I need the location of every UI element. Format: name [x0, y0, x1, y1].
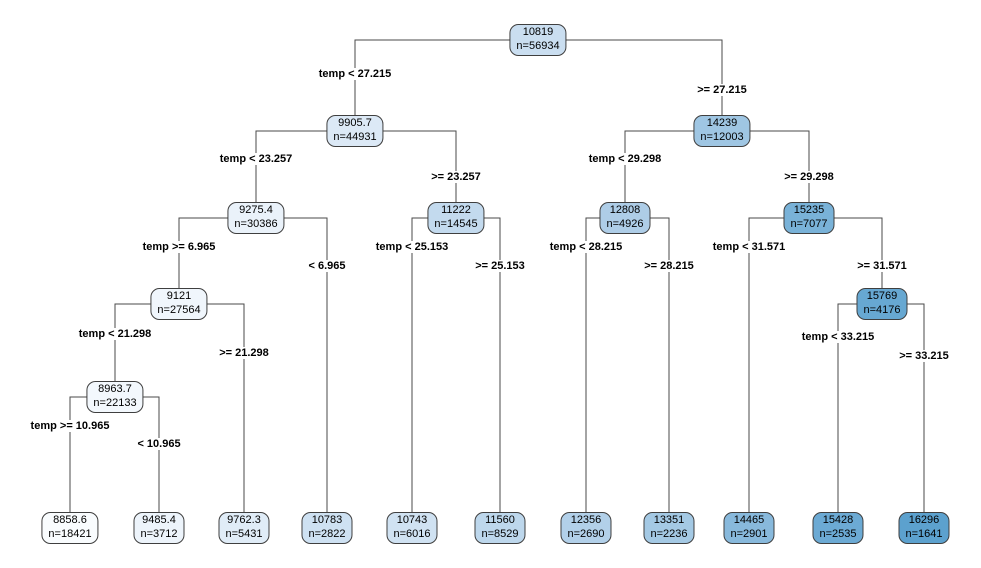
split-label: < 6.965 — [305, 260, 349, 272]
tree-leaf: 12356 n=2690 — [560, 512, 612, 544]
node-count: n=4176 — [863, 303, 901, 316]
split-label: temp >= 6.965 — [139, 241, 219, 253]
split-label: temp < 27.215 — [315, 68, 395, 80]
split-label: temp >= 10.965 — [27, 420, 113, 432]
node-count: n=2690 — [567, 527, 605, 540]
tree-node: 9905.7 n=44931 — [326, 115, 384, 147]
node-value: 14465 — [733, 514, 765, 526]
split-label: >= 31.571 — [854, 260, 910, 272]
tree-node: 12808 n=4926 — [599, 202, 651, 234]
tree-node: 14239 n=12003 — [693, 115, 751, 147]
split-label: >= 27.215 — [694, 84, 750, 96]
tree-leaf: 15428 n=2535 — [812, 512, 864, 544]
split-label: >= 21.298 — [216, 347, 272, 359]
split-label: temp < 33.215 — [798, 331, 878, 343]
node-value: 16296 — [908, 514, 940, 526]
node-value: 11560 — [485, 514, 515, 526]
node-count: n=2822 — [308, 527, 346, 540]
node-value: 10783 — [311, 514, 343, 526]
split-label: >= 28.215 — [641, 260, 697, 272]
tree-leaf: 11560 n=8529 — [474, 512, 526, 544]
node-value: 10743 — [396, 514, 428, 526]
node-count: n=5431 — [225, 527, 263, 540]
tree-leaf: 14465 n=2901 — [723, 512, 775, 544]
tree-leaf: 8858.6 n=18421 — [41, 512, 99, 544]
branch — [748, 217, 809, 512]
node-count: n=44931 — [333, 130, 377, 143]
node-value: 9762.3 — [227, 514, 261, 526]
node-value: 9905.7 — [338, 117, 372, 129]
split-label: temp < 28.215 — [546, 241, 626, 253]
split-label: >= 23.257 — [428, 171, 484, 183]
split-label: >= 29.298 — [781, 171, 837, 183]
branch — [69, 396, 115, 512]
tree-leaf: 16296 n=1641 — [898, 512, 950, 544]
node-value: 15235 — [793, 204, 825, 216]
node-count: n=14545 — [434, 217, 478, 230]
node-count: n=56934 — [516, 39, 560, 52]
node-value: 15769 — [866, 290, 898, 302]
node-value: 14239 — [706, 117, 738, 129]
branch — [882, 303, 925, 512]
tree-leaf: 13351 n=2236 — [643, 512, 695, 544]
tree-leaf: 9485.4 n=3712 — [133, 512, 185, 544]
split-label: >= 25.153 — [472, 260, 528, 272]
node-value: 10819 — [522, 26, 554, 38]
tree-node: 15769 n=4176 — [856, 288, 908, 320]
node-value: 12808 — [609, 204, 641, 216]
node-value: 8858.6 — [53, 514, 87, 526]
branch — [624, 130, 722, 202]
split-label: temp < 31.571 — [709, 241, 789, 253]
split-label: >= 33.215 — [896, 350, 952, 362]
tree-leaf: 10743 n=6016 — [386, 512, 438, 544]
split-label: temp < 25.153 — [372, 241, 452, 253]
branch — [538, 39, 723, 115]
node-value: 9121 — [166, 290, 192, 302]
split-label: temp < 29.298 — [585, 153, 665, 165]
tree-leaf: 10783 n=2822 — [301, 512, 353, 544]
split-label: temp < 23.257 — [216, 153, 296, 165]
node-count: n=4926 — [606, 217, 644, 230]
node-count: n=7077 — [790, 217, 828, 230]
branch — [115, 396, 160, 512]
split-label: temp < 21.298 — [75, 328, 155, 340]
node-value: 11222 — [441, 204, 471, 216]
node-value: 12356 — [570, 514, 602, 526]
node-count: n=3712 — [140, 527, 178, 540]
node-count: n=12003 — [700, 130, 744, 143]
node-count: n=27564 — [157, 303, 201, 316]
node-value: 13351 — [653, 514, 685, 526]
node-value: 15428 — [822, 514, 854, 526]
tree-node-root: 10819 n=56934 — [509, 24, 567, 56]
node-value: 9275.4 — [239, 204, 273, 216]
branch — [411, 217, 456, 512]
node-count: n=30386 — [234, 217, 278, 230]
tree-node: 15235 n=7077 — [783, 202, 835, 234]
node-value: 9485.4 — [142, 514, 176, 526]
branch — [179, 303, 245, 512]
tree-node: 8963.7 n=22133 — [86, 381, 144, 413]
tree-node: 9275.4 n=30386 — [227, 202, 285, 234]
node-value: 8963.7 — [98, 383, 132, 395]
tree-leaf: 9762.3 n=5431 — [218, 512, 270, 544]
node-count: n=2236 — [650, 527, 688, 540]
branch — [585, 217, 625, 512]
node-count: n=18421 — [48, 527, 92, 540]
branch — [255, 130, 355, 202]
node-count: n=1641 — [905, 527, 943, 540]
split-label: < 10.965 — [134, 438, 184, 450]
node-count: n=6016 — [393, 527, 431, 540]
node-count: n=2535 — [819, 527, 857, 540]
node-count: n=8529 — [481, 527, 519, 540]
tree-node: 11222 n=14545 — [427, 202, 485, 234]
branch — [354, 39, 538, 115]
tree-node: 9121 n=27564 — [150, 288, 208, 320]
node-count: n=2901 — [730, 527, 768, 540]
node-count: n=22133 — [93, 396, 137, 409]
